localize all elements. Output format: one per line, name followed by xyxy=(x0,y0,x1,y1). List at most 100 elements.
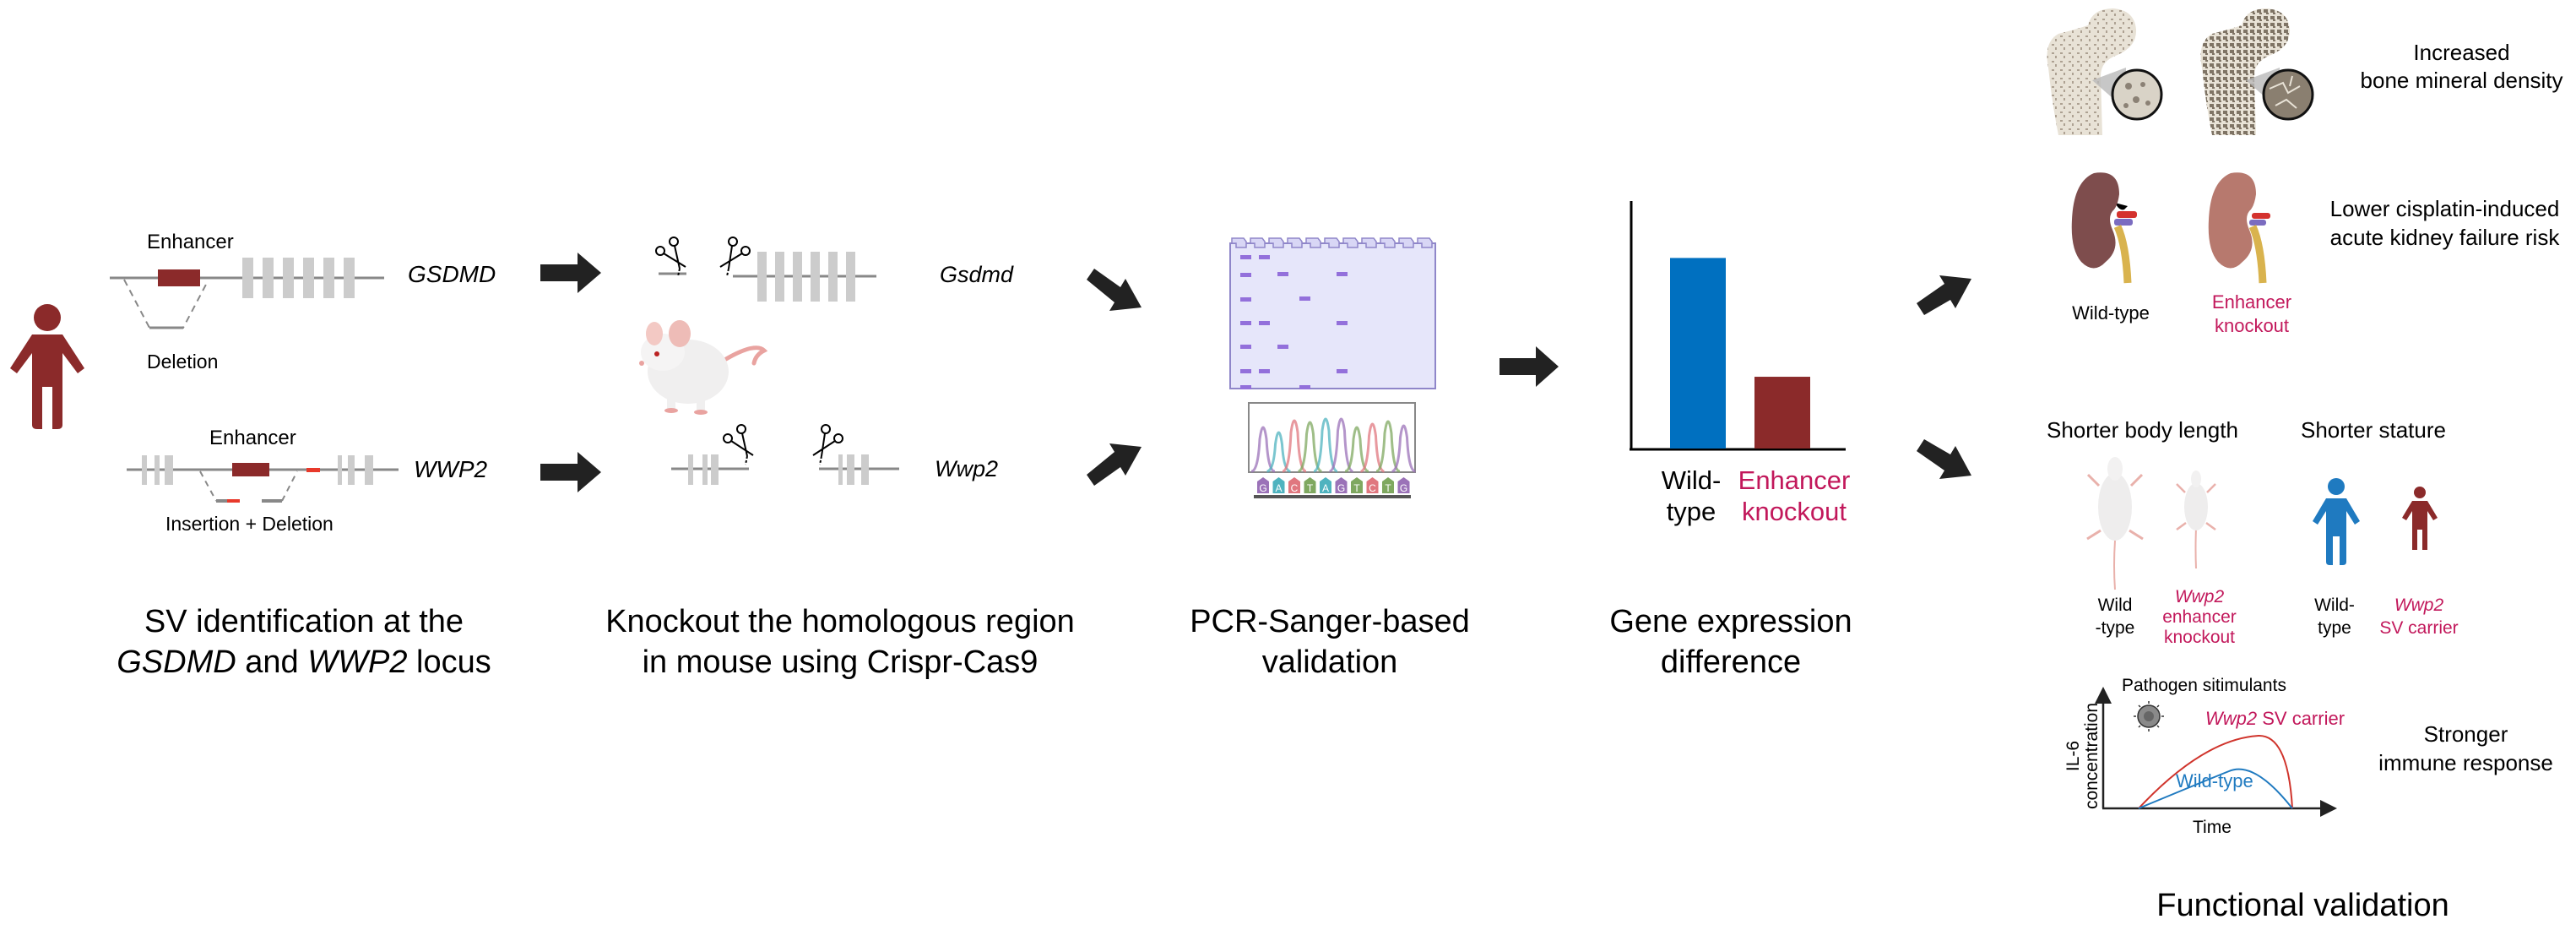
gel-band xyxy=(1259,369,1270,373)
gel-band xyxy=(1337,321,1348,325)
chromatogram-peak xyxy=(1344,426,1369,473)
step1-caption-line1: SV identification at the xyxy=(144,604,464,639)
kidney-ko-label-line2: knockout xyxy=(2214,315,2290,336)
mouse-ko-label-line2: enhancer xyxy=(2162,607,2237,627)
kidney-knockout-icon xyxy=(2208,172,2270,284)
enhancer-block xyxy=(232,463,269,476)
kidney-failure-title: Lower cisplatin-induced acute kidney fai… xyxy=(2313,194,2576,252)
wwp2-enhancer-label: Enhancer xyxy=(209,427,296,449)
gel-band xyxy=(1240,369,1251,373)
sequence-base-block xyxy=(1382,477,1394,493)
bar-wild-type xyxy=(1670,258,1726,449)
gel-band xyxy=(1299,296,1310,301)
bone-density-title: Increased bone mineral density xyxy=(2347,39,2576,95)
chromatogram-peak xyxy=(1328,417,1354,473)
gel-band xyxy=(1337,369,1348,373)
sv-carrier-gene: Wwp2 xyxy=(2205,708,2258,729)
il6-ylabel-line1: IL-6 xyxy=(2064,740,2083,772)
step4-caption-line1: Gene expression xyxy=(1609,604,1852,639)
sequence-base-letter: T xyxy=(1307,482,1314,494)
arrow-down-right-icon xyxy=(1087,269,1142,311)
gel-well xyxy=(1342,237,1359,248)
mouse-wt-label-line2: -type xyxy=(2095,618,2135,638)
gel-well xyxy=(1305,237,1321,248)
pathogen-icon xyxy=(2134,701,2164,731)
step1-caption-line2: GSDMD and WWP2 locus xyxy=(76,642,532,683)
gel-band xyxy=(1277,345,1288,349)
sequence-base-letter: A xyxy=(1275,482,1282,494)
scissors-icon xyxy=(723,424,754,465)
sequence-base-block xyxy=(1257,477,1269,493)
bar-label-knockout-line2: knockout xyxy=(1741,497,1847,526)
gel-well xyxy=(1287,237,1303,248)
chromatogram-peak xyxy=(1391,424,1416,473)
gel-well xyxy=(1324,237,1340,248)
gel-band xyxy=(1240,345,1251,349)
step2-caption: Knockout the homologous region in mouse … xyxy=(574,601,1106,683)
bar-label-wild-type-line2: type xyxy=(1666,497,1716,526)
sequence-base-block xyxy=(1320,477,1331,493)
human-sv-carrier-icon xyxy=(2402,487,2438,550)
chromatogram-peak xyxy=(1298,421,1322,473)
wwp2-sv-label: Insertion + Deletion xyxy=(165,513,334,535)
stature-wt-label: Wild- type xyxy=(2305,594,2364,639)
enhancer-block xyxy=(158,269,200,286)
sequence-base-block xyxy=(1351,477,1363,493)
gel-band xyxy=(1240,255,1251,259)
il6-xlabel: Time xyxy=(2193,818,2232,837)
chromatogram-peak xyxy=(1313,417,1338,473)
gel-band xyxy=(1240,321,1251,325)
chromatogram-peak xyxy=(1375,420,1401,473)
bar-label-enhancer-knockout: Enhancer knockout xyxy=(1731,465,1857,527)
sequence-base-letter: C xyxy=(1291,482,1299,494)
wwp2-gene-label: WWP2 xyxy=(414,456,488,482)
arrow-right-icon xyxy=(1500,346,1559,387)
sequence-base-letter: C xyxy=(1369,482,1376,494)
arrow-down-right-icon xyxy=(1917,439,1971,479)
sv-carrier-rest: SV carrier xyxy=(2257,708,2346,729)
sequence-base-block xyxy=(1335,477,1348,493)
gel-well xyxy=(1231,237,1247,248)
bone-wild-type-icon xyxy=(2047,8,2163,135)
gsdmd-deletion-label: Deletion xyxy=(147,351,219,373)
bar-label-wild-type-line1: Wild- xyxy=(1661,465,1722,495)
scissors-icon xyxy=(812,424,843,465)
step1-caption: SV identification at the GSDMD and WWP2 … xyxy=(76,601,532,683)
step3-caption-line2: validation xyxy=(1261,644,1398,680)
kidney-ko-label-line1: Enhancer xyxy=(2211,291,2292,313)
wwp2-mouse-gene-label: Wwp2 xyxy=(935,456,999,481)
chromatogram-peak xyxy=(1250,426,1276,473)
gel-band xyxy=(1259,255,1270,259)
scissors-icon xyxy=(655,237,686,277)
sequence-base-block xyxy=(1288,477,1300,493)
kidney-ko-label: Enhancer knockout xyxy=(2205,291,2298,338)
immune-title-line1: Stronger xyxy=(2423,721,2508,747)
scissors-icon xyxy=(719,237,751,277)
gel-well xyxy=(1361,237,1377,248)
caption-locus: locus xyxy=(407,644,491,680)
mouse-wt-label-line1: Wild xyxy=(2097,596,2133,615)
mouse-wild-type-topview-icon xyxy=(2086,457,2144,590)
bar-label-wild-type: Wild- type xyxy=(1649,465,1733,527)
gel-band xyxy=(1240,273,1251,277)
bone-knockout-icon xyxy=(2200,8,2314,135)
sequence-base-block xyxy=(1304,477,1316,493)
bone-title-line2: bone mineral density xyxy=(2360,68,2563,93)
mouse-ko-label-line3: knockout xyxy=(2163,628,2236,647)
immune-title-line2: immune response xyxy=(2378,750,2553,775)
mouse-knockout-topview-icon xyxy=(2176,470,2216,569)
chromatogram-peak xyxy=(1266,431,1291,473)
gel-well xyxy=(1417,237,1433,248)
gsdmd-gene-label: GSDMD xyxy=(408,261,496,287)
stature-wt-label-line2: type xyxy=(2318,618,2351,638)
gel-band xyxy=(1240,385,1251,389)
stature-carrier-label: Wwp2 SV carrier xyxy=(2373,594,2465,639)
gsdmd-locus-diagram xyxy=(110,258,384,329)
pathogen-label: Pathogen sitimulants xyxy=(2122,676,2286,695)
gel-well xyxy=(1398,237,1414,248)
step5-caption: Functional validation xyxy=(2156,888,2449,923)
chromatogram-peak xyxy=(1360,422,1385,473)
wwp2-locus-diagram xyxy=(127,455,399,503)
sequence-base-letter: G xyxy=(1259,482,1266,494)
